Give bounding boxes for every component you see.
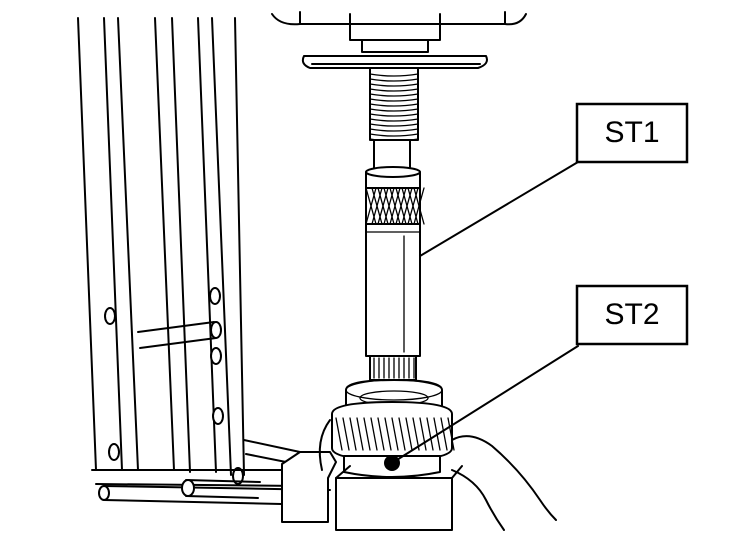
st1-callout-label: ST1	[604, 116, 659, 149]
st1-leader-line	[419, 161, 579, 257]
press-screw	[369, 67, 419, 173]
gear-assembly	[331, 379, 455, 478]
st2-callout-label: ST2	[604, 298, 659, 331]
st1-callout-box	[575, 102, 689, 164]
st1-shaft	[365, 166, 425, 381]
st2-callout-box	[575, 284, 689, 346]
st1-callout: ST1	[575, 102, 689, 164]
press-top-plate	[271, 11, 527, 69]
hand	[318, 419, 557, 531]
press-frame	[77, 17, 331, 506]
st2-callout: ST2	[575, 284, 689, 346]
st2-leader-line	[391, 345, 579, 464]
